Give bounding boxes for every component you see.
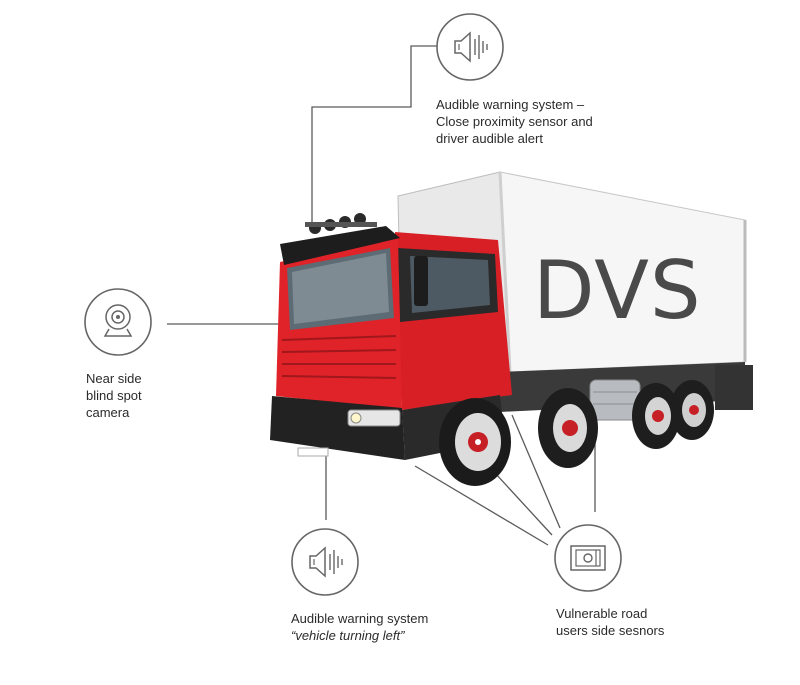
top-callout-line: [311, 45, 437, 232]
truck-cab: [270, 213, 512, 460]
sensor-line-1: [414, 465, 549, 546]
left-callout-line-2: blind spot: [86, 388, 142, 403]
bottom-left-callout-text: Audible warning system “vehicle turning …: [291, 610, 428, 644]
sensor-line-3: [511, 414, 561, 529]
left-callout-line-1: Near side: [86, 371, 142, 386]
bottom-right-callout-line-2: users side sesnors: [556, 623, 665, 638]
bottom-left-callout-line-2: “vehicle turning left”: [291, 628, 405, 643]
camera-icon: [84, 288, 152, 356]
top-callout-line-3: driver audible alert: [436, 131, 543, 146]
top-callout-text: Audible warning system – Close proximity…: [436, 96, 593, 147]
bottom-left-callout-line-1: Audible warning system: [291, 611, 429, 626]
sensor-icon: [554, 524, 622, 592]
bottom-right-callout-line-1: Vulnerable road: [556, 606, 648, 621]
speaker-icon: [291, 528, 359, 596]
truck-chassis: [500, 362, 753, 421]
rear-wheels: [538, 380, 714, 468]
left-callout-text: Near side blind spot camera: [86, 370, 142, 421]
box-label: DVS: [533, 244, 702, 337]
front-wheel: [402, 395, 511, 486]
left-callout-line-3: camera: [86, 405, 130, 420]
top-callout-line-2: Close proximity sensor and: [436, 114, 593, 129]
bottom-right-callout-text: Vulnerable road users side sesnors: [556, 605, 664, 639]
speaker-icon: [436, 13, 504, 81]
top-callout-line-1: Audible warning system –: [436, 97, 585, 112]
